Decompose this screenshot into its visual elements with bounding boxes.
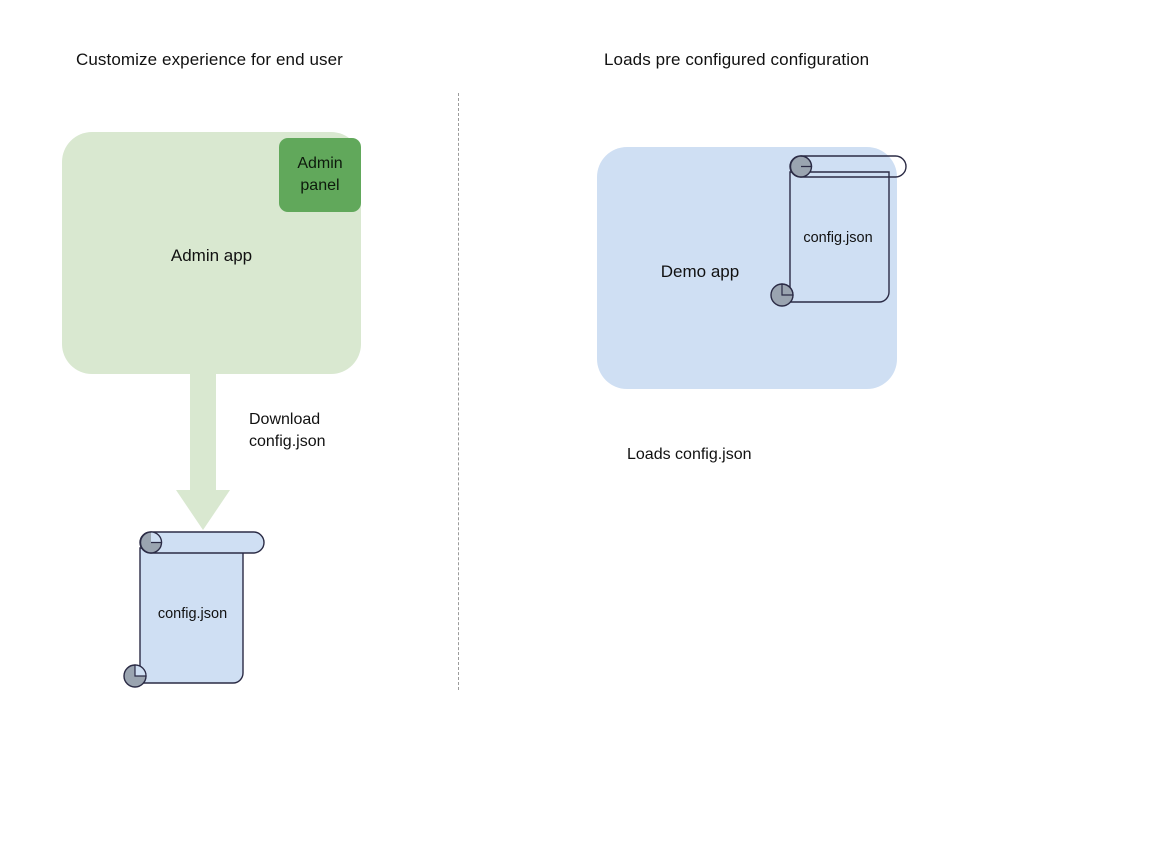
- admin-app-label: Admin app: [170, 246, 253, 265]
- left-column-title: Customize experience for end user: [76, 50, 343, 69]
- demo-app-label: Demo app: [660, 262, 740, 281]
- loads-config-caption: Loads config.json: [627, 446, 752, 463]
- demo-app-box[interactable]: [597, 147, 897, 389]
- admin-panel-label: Admin panel: [297, 153, 342, 196]
- config-json-document-left[interactable]: [118, 528, 268, 693]
- vertical-dashed-divider: [458, 93, 459, 690]
- document-top-curl-notch-left: [150, 531, 163, 544]
- document-body-right: [789, 171, 890, 303]
- download-arrow: [176, 372, 230, 530]
- right-column-title: Loads pre configured configuration: [604, 50, 870, 69]
- document-top-curl-notch-right: [800, 155, 813, 168]
- admin-panel-box[interactable]: Admin panel: [279, 138, 361, 212]
- admin-panel-label-line2: panel: [300, 177, 340, 194]
- download-arrow-label-line1: Download: [249, 411, 321, 428]
- document-bottom-curl-notch-left: [134, 664, 147, 677]
- download-arrow-label-line2: config.json: [249, 433, 326, 451]
- admin-panel-label-line1: Admin: [297, 155, 343, 173]
- config-json-label-right: config.json: [803, 230, 873, 246]
- download-arrow-shape: [176, 372, 230, 530]
- config-json-label-left: config.json: [157, 606, 228, 622]
- document-body-left: [139, 547, 244, 684]
- config-json-document-right[interactable]: [768, 152, 918, 312]
- download-arrow-label: Download config.json: [249, 409, 326, 453]
- document-bottom-curl-notch-right: [781, 283, 794, 296]
